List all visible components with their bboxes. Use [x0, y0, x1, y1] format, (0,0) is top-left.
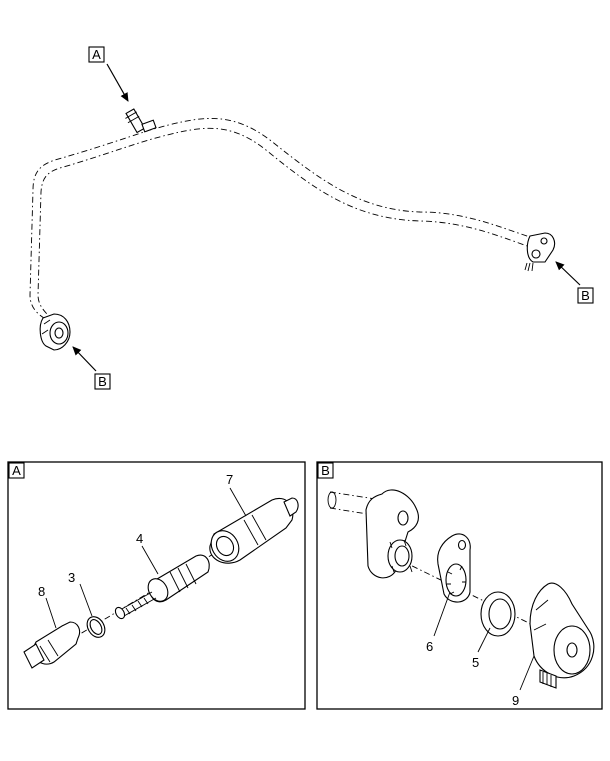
- part-9-cap: [529, 582, 595, 689]
- detail-panel-a: A: [7, 461, 306, 710]
- callout-b-right: B: [555, 261, 594, 304]
- part-8-adapter: [23, 621, 81, 669]
- flange-fitting: [365, 489, 419, 579]
- tube-assembly: A B B: [29, 46, 594, 390]
- tube-inner-line: [37, 127, 537, 316]
- tube-outer-line: [29, 118, 541, 319]
- part-stem: [114, 591, 157, 620]
- callout-a-top-label: A: [92, 47, 101, 62]
- part-6-gasket: [437, 533, 471, 603]
- part-5-label: 5: [472, 655, 479, 670]
- callout-a-top: A: [88, 46, 129, 102]
- panel-b-tag: B: [321, 463, 330, 478]
- part-9-label: 9: [512, 693, 519, 708]
- callout-b-right-label: B: [581, 288, 590, 303]
- callout-b-left-label: B: [98, 374, 107, 389]
- part-3-label: 3: [68, 570, 75, 585]
- fitting-b-left: [39, 313, 71, 351]
- panel-b-labels: 6 5 9: [426, 591, 535, 708]
- part-4-label: 4: [136, 531, 143, 546]
- part-6-label: 6: [426, 639, 433, 654]
- detail-panel-b: B: [316, 461, 603, 710]
- part-8-label: 8: [38, 584, 45, 599]
- part-4-valve-body: [147, 554, 210, 603]
- panel-a-labels: 7 4 3 8: [38, 472, 247, 629]
- panel-a-tag: A: [12, 463, 21, 478]
- part-7-housing: [209, 497, 299, 564]
- fitting-b-right: [524, 232, 556, 272]
- part-5-washer: [480, 591, 516, 637]
- part-7-label: 7: [226, 472, 233, 487]
- part-3-o-ring: [86, 616, 106, 638]
- fitting-a: [125, 108, 157, 134]
- callout-b-left: B: [72, 346, 111, 390]
